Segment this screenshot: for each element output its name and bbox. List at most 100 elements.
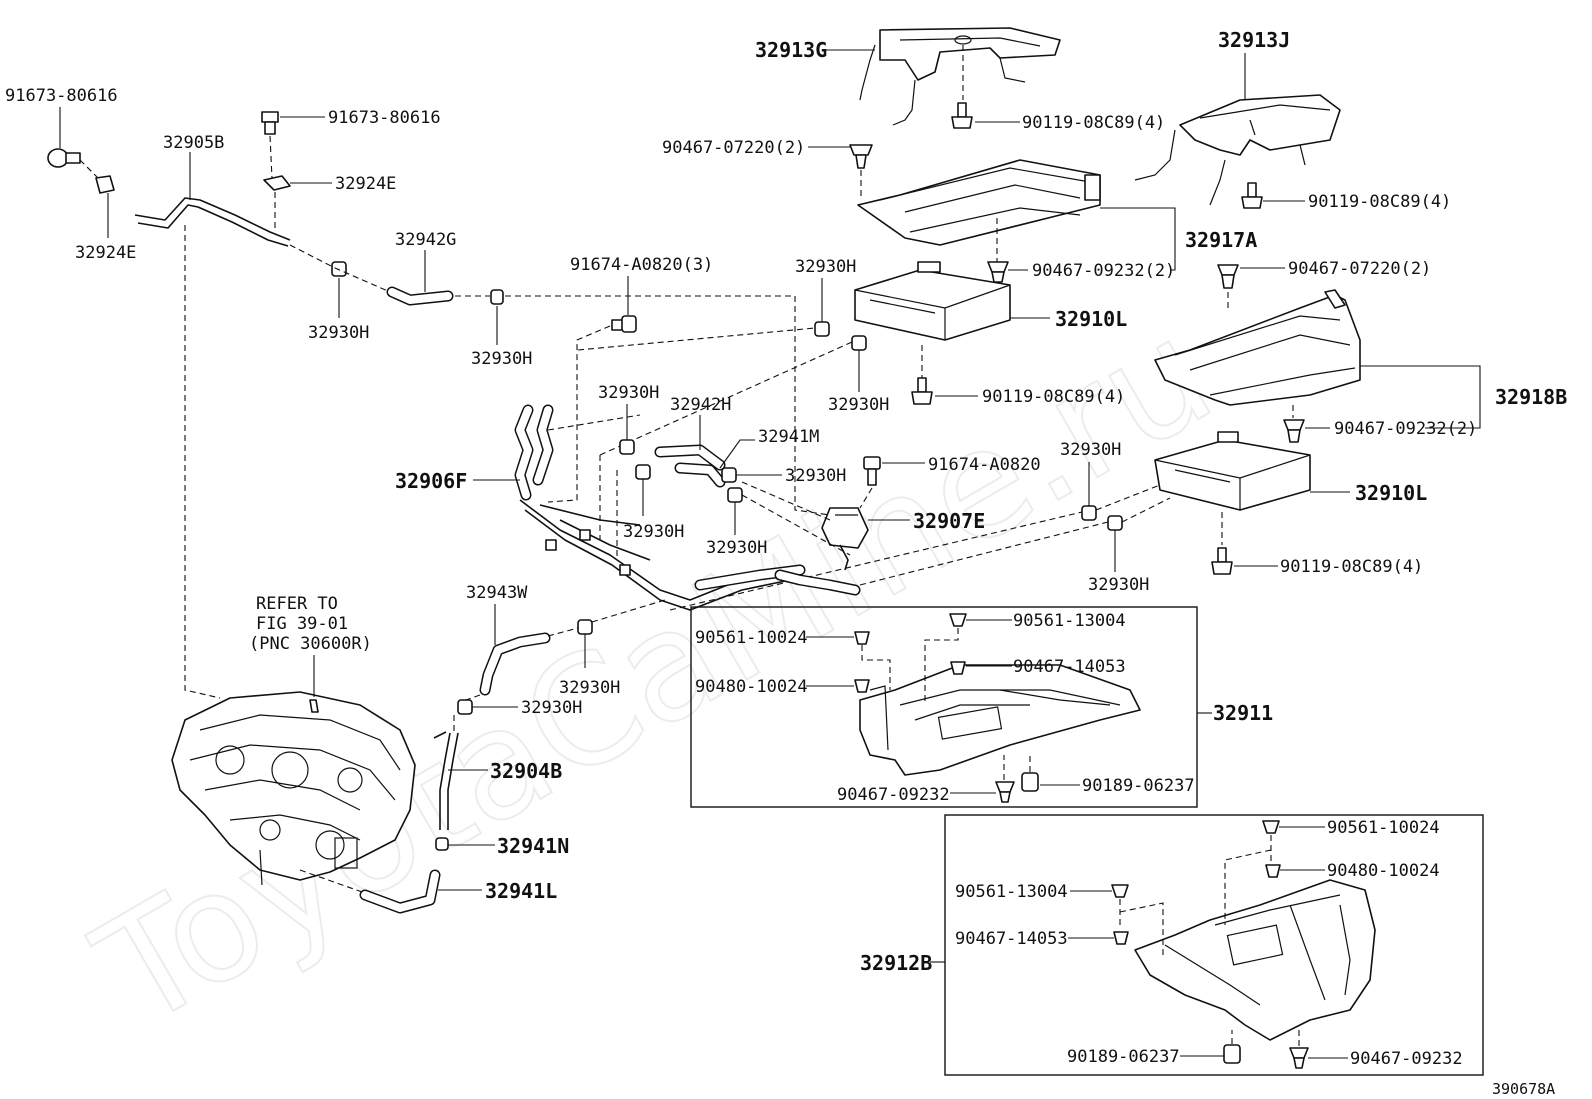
clamp-32924E-left [95, 175, 115, 194]
label-32924E-b: 32924E [75, 243, 136, 263]
label-32930H-12: 32930H [521, 698, 582, 718]
label-32930H-8: 32930H [706, 538, 767, 558]
group-box-32911 [690, 606, 1198, 808]
clip-32930H-3 [814, 321, 830, 337]
label-32906F: 32906F [395, 469, 467, 493]
nut-90189-06237-b [1223, 1044, 1241, 1064]
bolt-91674-A0820-3 [611, 315, 637, 333]
bolt-90119-08C89-a [951, 102, 973, 129]
clip-32930H-12 [457, 699, 473, 715]
label-91673-80616-a: 91673-80616 [5, 86, 118, 106]
label-90119-08C89-b: 90119-08C89(4) [1308, 192, 1451, 212]
label-91674-A0820-3: 91674-A0820(3) [570, 255, 713, 275]
clip-32930H-11 [577, 619, 593, 635]
clamp-32924E-top [263, 175, 291, 191]
label-32930H-3: 32930H [795, 257, 856, 277]
hose-32941M [674, 462, 726, 488]
label-90119-08C89-d: 90119-08C89(4) [1280, 557, 1423, 577]
hose-32941L [359, 869, 441, 914]
label-32912B: 32912B [860, 951, 932, 975]
pipe-32905B [134, 197, 291, 241]
clip-32930H-2 [490, 289, 504, 305]
label-32930H-7: 32930H [623, 522, 684, 542]
label-90480-10024-a: 90480-10024 [695, 677, 808, 697]
label-90561-13004-a: 90561-13004 [1013, 611, 1126, 631]
label-32930H-4: 32930H [828, 395, 889, 415]
component-32910L-upper [854, 261, 1011, 341]
label-90119-08C89-c: 90119-08C89(4) [982, 387, 1125, 407]
label-90561-13004-b: 90561-13004 [955, 882, 1068, 902]
bolt-91674-A0820 [863, 456, 881, 486]
tray-32912B [1134, 879, 1376, 1041]
label-32930H-10: 32930H [1088, 575, 1149, 595]
label-32910L-a: 32910L [1055, 307, 1127, 331]
label-90467-09232-2a: 90467-09232(2) [1032, 261, 1175, 281]
clip-90480-10024-a [854, 679, 870, 693]
clip-32930H-6 [721, 467, 737, 483]
label-32905B: 32905B [163, 133, 224, 153]
label-32907E: 32907E [913, 509, 985, 533]
clip-90467-07220-a [849, 144, 873, 169]
clip-32930H-9 [1081, 505, 1097, 521]
clip-90467-09232-b [1289, 1047, 1309, 1069]
clip-90467-07220-b [1217, 264, 1239, 289]
label-90467-07220-b: 90467-07220(2) [1288, 259, 1431, 279]
diagram-id: 390678A [1492, 1080, 1555, 1098]
clip-32930H-8 [727, 487, 743, 503]
label-32941M: 32941M [758, 427, 819, 447]
refer-note-line1: REFER TO [256, 594, 338, 614]
component-32910L-lower [1154, 431, 1311, 511]
label-32930H-9: 32930H [1060, 440, 1121, 460]
label-91673-80616-b: 91673-80616 [328, 108, 441, 128]
label-32941L: 32941L [485, 879, 557, 903]
label-32910L-b: 32910L [1355, 481, 1427, 505]
label-32930H-11: 32930H [559, 678, 620, 698]
clip-90561-13004-b [1111, 884, 1129, 898]
transaxle-assembly [171, 691, 416, 886]
label-32911: 32911 [1213, 701, 1273, 725]
label-32930H-5: 32930H [598, 383, 659, 403]
label-32943W: 32943W [466, 583, 528, 603]
clip-90467-09232-2a [987, 261, 1009, 283]
label-90480-10024-b: 90480-10024 [1327, 861, 1440, 881]
group-box-32912B [944, 814, 1484, 1076]
hose-32942G [386, 286, 454, 306]
label-90119-08C89-a: 90119-08C89(4) [1022, 113, 1165, 133]
bracket-32913J [1134, 94, 1341, 206]
tray-32911 [859, 664, 1141, 776]
label-90467-07220-a: 90467-07220(2) [662, 138, 805, 158]
clip-32930H-4 [851, 335, 867, 351]
bolt-90119-08C89-c [911, 377, 933, 405]
label-32924E-a: 32924E [335, 174, 396, 194]
label-90467-09232-b: 90467-09232 [1350, 1049, 1463, 1069]
pipe-assembly-32906F [514, 404, 861, 611]
label-32930H-1: 32930H [308, 323, 369, 343]
pipe-32904B [433, 731, 459, 830]
clip-32930H-1 [331, 261, 347, 277]
label-91674-A0820: 91674-A0820 [928, 455, 1041, 475]
clip-90467-14053-a [950, 661, 966, 675]
hose-32943W [479, 632, 551, 696]
bolt-90119-08C89-b [1241, 182, 1263, 209]
label-90189-06237-a: 90189-06237 [1082, 776, 1195, 796]
clip-90561-13004-a [949, 613, 967, 627]
label-90467-14053-b: 90467-14053 [955, 929, 1068, 949]
bracket-32913G [859, 27, 1061, 126]
clip-90561-10024-b [1262, 820, 1280, 834]
refer-note-line3: (PNC 30600R) [249, 634, 372, 654]
clip-32930H-7 [635, 464, 651, 480]
clip-32930H-5 [619, 439, 635, 455]
label-32930H-6: 32930H [785, 466, 846, 486]
label-32917A: 32917A [1185, 228, 1257, 252]
refer-note-line2: FIG 39-01 [256, 614, 348, 634]
clip-90467-14053-b [1113, 931, 1129, 945]
bolt-91673-80616-top [261, 111, 279, 135]
label-32913J: 32913J [1218, 28, 1290, 52]
clip-90480-10024-b [1265, 864, 1281, 878]
label-90189-06237-b: 90189-06237 [1067, 1047, 1180, 1067]
cover-32917A [857, 159, 1101, 246]
label-90561-10024-a: 90561-10024 [695, 628, 808, 648]
label-90561-10024-b: 90561-10024 [1327, 818, 1440, 838]
label-32942G: 32942G [395, 230, 456, 250]
